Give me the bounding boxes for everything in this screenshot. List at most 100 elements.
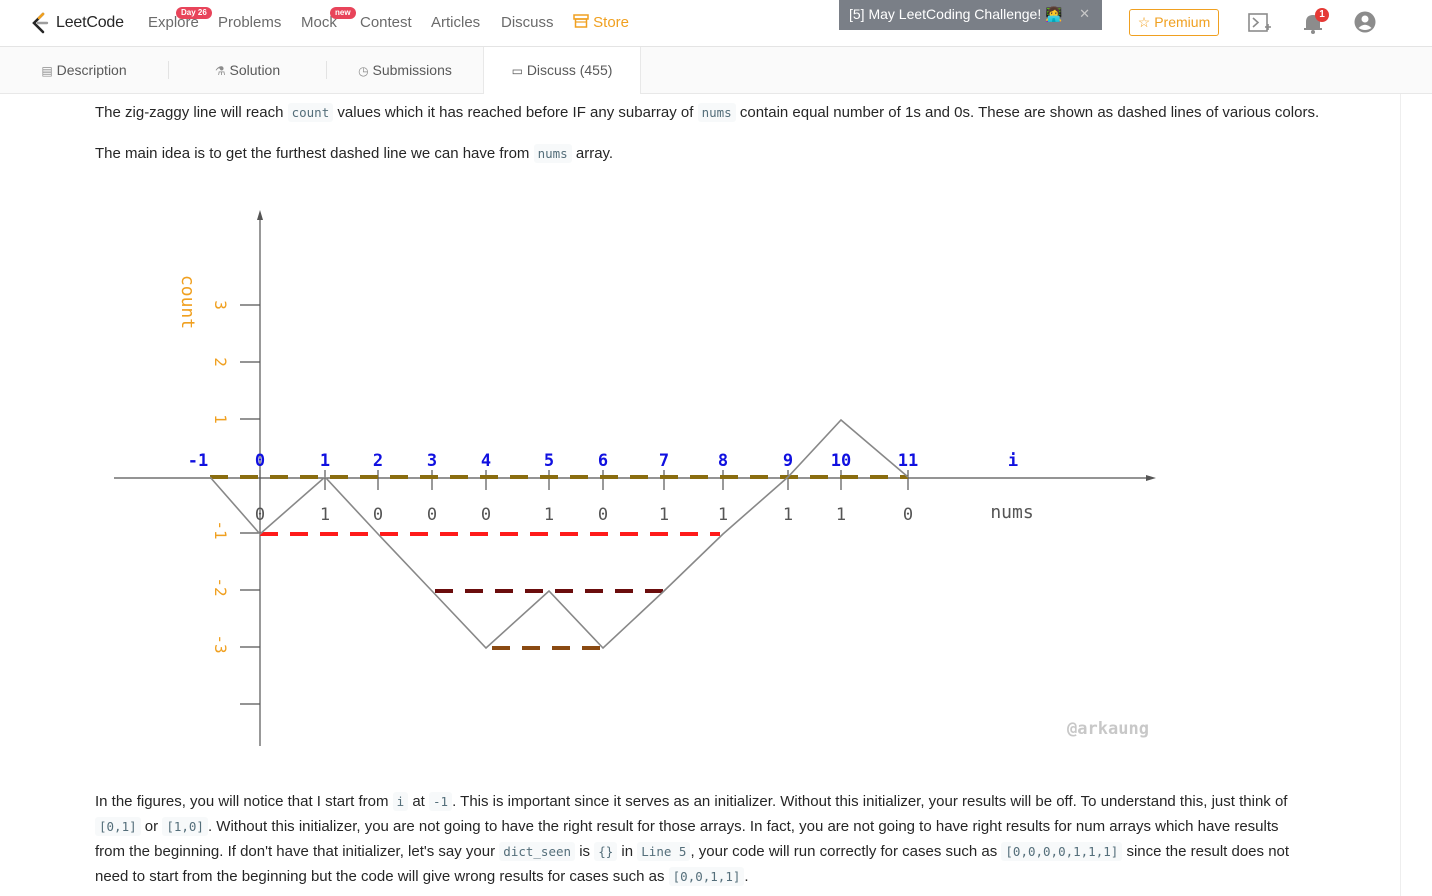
text: or bbox=[140, 818, 163, 835]
nav-problems[interactable]: Problems bbox=[218, 14, 282, 31]
discuss-post-content: The zig-zaggy line will reach count valu… bbox=[0, 94, 1432, 896]
logo-text: LeetCode bbox=[56, 14, 124, 31]
nums-value-label: 0 bbox=[481, 505, 491, 525]
flask-icon: ⚗ bbox=[214, 64, 226, 78]
explore-day-badge: Day 26 bbox=[176, 7, 212, 19]
leetcode-logo-icon bbox=[32, 12, 49, 34]
inline-code: nums bbox=[533, 144, 572, 163]
store-icon bbox=[573, 14, 589, 28]
x-axis-arrow bbox=[1146, 475, 1156, 481]
nav-discuss[interactable]: Discuss bbox=[501, 14, 554, 31]
text: at bbox=[408, 793, 430, 810]
document-icon: ▤ bbox=[41, 64, 53, 78]
top-navbar: LeetCode Explore Day 26 Problems Mock ne… bbox=[0, 0, 1432, 47]
y-tick-label: -2 bbox=[211, 577, 230, 596]
challenge-text: [5] May LeetCoding Challenge! 👩‍💻 bbox=[849, 6, 1063, 22]
tab-description-label: Description bbox=[56, 62, 127, 78]
inline-code: [0,0,0,0,1,1,1] bbox=[1001, 842, 1123, 861]
nums-value-label: 1 bbox=[544, 505, 554, 525]
i-label: -1 bbox=[188, 451, 208, 471]
text: The main idea is to get the furthest das… bbox=[95, 145, 534, 162]
text-line: need to start from the beginning but the… bbox=[95, 864, 1365, 889]
premium-label: Premium bbox=[1154, 14, 1211, 30]
i-label: 2 bbox=[373, 451, 383, 471]
text: . bbox=[744, 868, 749, 885]
i-label: 0 bbox=[255, 451, 265, 471]
text: in bbox=[617, 843, 638, 860]
comment-icon: ▭ bbox=[511, 64, 523, 78]
y-tick-label: -3 bbox=[211, 634, 230, 653]
notification-badge: 1 bbox=[1315, 8, 1329, 22]
nums-value-label: 0 bbox=[427, 505, 437, 525]
tab-discuss[interactable]: ▭ Discuss (455) bbox=[483, 47, 641, 94]
text: values which it has reached before IF an… bbox=[333, 104, 698, 121]
leetcode-logo[interactable]: LeetCode bbox=[30, 10, 124, 36]
tab-solution[interactable]: ⚗ Solution bbox=[169, 47, 326, 93]
text-line: In the figures, you will notice that I s… bbox=[95, 789, 1365, 814]
nums-value-label: 0 bbox=[255, 505, 265, 525]
text-line: from the beginning. If don't have that i… bbox=[95, 839, 1365, 864]
nums-value-label: 1 bbox=[659, 505, 669, 525]
i-axis-label: i bbox=[1008, 451, 1018, 471]
tab-submissions[interactable]: ◷ Submissions bbox=[327, 47, 483, 93]
text-line: [0,1] or [1,0]. Without this initializer… bbox=[95, 814, 1365, 839]
text: contain equal number of 1s and 0s. These… bbox=[735, 104, 1320, 121]
nums-value-label: 0 bbox=[598, 505, 608, 525]
i-label: 4 bbox=[481, 451, 491, 471]
nums-value-label: 1 bbox=[718, 505, 728, 525]
playground-icon[interactable] bbox=[1248, 12, 1272, 34]
nums-value-label: 0 bbox=[903, 505, 913, 525]
may-challenge-banner[interactable]: [5] May LeetCoding Challenge! 👩‍💻 ✕ bbox=[839, 0, 1102, 30]
post-paragraph-3: In the figures, you will notice that I s… bbox=[95, 789, 1365, 889]
text: is bbox=[575, 843, 595, 860]
tab-solution-label: Solution bbox=[229, 62, 281, 78]
post-paragraph-2: The main idea is to get the furthest das… bbox=[95, 141, 613, 166]
inline-code: count bbox=[287, 103, 334, 122]
i-label: 10 bbox=[831, 451, 851, 471]
count-zigzag-line bbox=[209, 418, 909, 650]
i-label: 9 bbox=[783, 451, 793, 471]
y-axis-arrow bbox=[257, 210, 263, 220]
y-tick-label: 1 bbox=[211, 414, 230, 424]
nums-value-label: 1 bbox=[320, 505, 330, 525]
avatar-icon[interactable] bbox=[1354, 11, 1376, 33]
i-label: 3 bbox=[427, 451, 437, 471]
nums-value-label: 0 bbox=[373, 505, 383, 525]
text: array. bbox=[571, 145, 614, 162]
nav-articles[interactable]: Articles bbox=[431, 14, 481, 31]
inline-code: [1,0] bbox=[162, 817, 208, 836]
watermark: @arkaung bbox=[1067, 719, 1149, 739]
text: In the figures, you will notice that I s… bbox=[95, 793, 393, 810]
nums-value-label: 1 bbox=[836, 505, 846, 525]
content-border bbox=[1400, 94, 1401, 896]
mock-new-badge: new bbox=[330, 7, 356, 19]
tab-submissions-label: Submissions bbox=[372, 62, 452, 78]
text: since the result does not bbox=[1122, 843, 1290, 860]
i-label: 11 bbox=[898, 451, 918, 471]
text: need to start from the beginning but the… bbox=[95, 868, 669, 885]
i-label: 1 bbox=[320, 451, 330, 471]
nums-value-label: 1 bbox=[783, 505, 793, 525]
nav-mock[interactable]: Mock bbox=[301, 14, 337, 31]
y-axis-title: count bbox=[177, 275, 198, 329]
i-label: 7 bbox=[659, 451, 669, 471]
tab-divider bbox=[168, 61, 169, 79]
inline-code: dict_seen bbox=[499, 842, 576, 861]
i-label: 5 bbox=[544, 451, 554, 471]
nav-contest[interactable]: Contest bbox=[360, 14, 412, 31]
inline-code: i bbox=[392, 792, 409, 811]
text: The zig-zaggy line will reach bbox=[95, 104, 288, 121]
tab-divider bbox=[326, 61, 327, 79]
problem-tabs: ▤ Description ⚗ Solution ◷ Submissions ▭… bbox=[0, 47, 1432, 94]
i-label: 8 bbox=[718, 451, 728, 471]
inline-code: [0,1] bbox=[95, 817, 141, 836]
text: from the beginning. If don't have that i… bbox=[95, 843, 500, 860]
y-tick-label: 3 bbox=[211, 300, 230, 310]
premium-button[interactable]: ☆ Premium bbox=[1129, 9, 1219, 36]
inline-code: nums bbox=[697, 103, 736, 122]
nav-store[interactable]: Store bbox=[573, 14, 629, 31]
tab-description[interactable]: ▤ Description bbox=[0, 47, 168, 93]
close-icon[interactable]: ✕ bbox=[1079, 6, 1090, 21]
text: . Without this initializer, you are not … bbox=[207, 818, 1279, 835]
